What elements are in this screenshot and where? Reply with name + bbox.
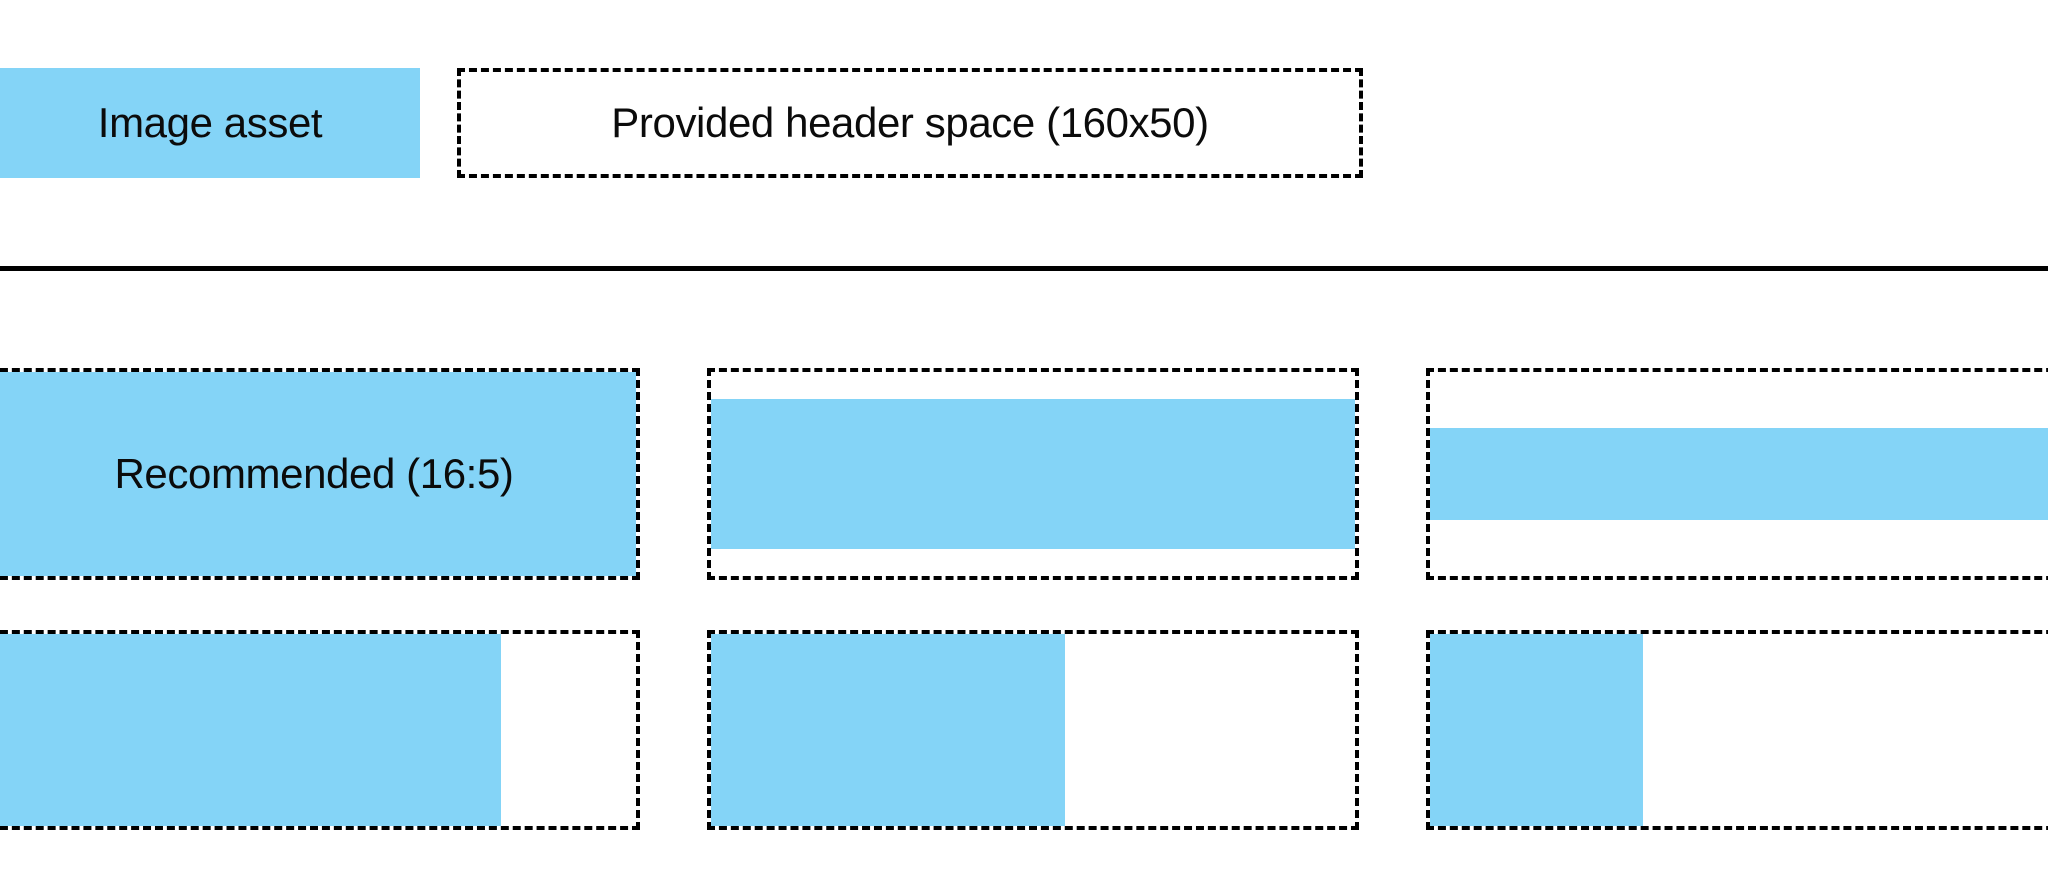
ratio-caption-row2-col3 — [1430, 634, 2048, 826]
ratio-cell-row1-col3 — [1426, 368, 2048, 580]
ratio-fill-row2-col1 — [0, 634, 501, 826]
image-asset-label: Image asset — [97, 99, 323, 146]
ratio-fill-row1-col2 — [711, 398, 1355, 550]
ratio-cell-row2-col3 — [1426, 630, 2048, 830]
ratio-fill-row1-col3 — [1430, 428, 2048, 520]
header-band: Image asset Provided header space (160x5… — [0, 68, 2048, 178]
ratio-fill-row2-col3 — [1430, 634, 1643, 826]
provided-header-space-label: Provided header space (160x50) — [611, 99, 1209, 146]
ratio-fill-row1-col1 — [0, 372, 636, 576]
ratio-cell-row2-col1 — [0, 630, 640, 830]
ratio-caption-row1-col2 — [711, 372, 1355, 576]
ratio-cell-row1-col2 — [707, 368, 1359, 580]
ratio-fill-row2-col2 — [711, 634, 1066, 826]
ratio-caption-row2-col2 — [711, 634, 1355, 826]
ratio-caption-row1-col3 — [1430, 372, 2048, 576]
ratio-cell-row2-col2 — [707, 630, 1359, 830]
ratio-cell-row1-col1: Recommended (16:5) — [0, 368, 640, 580]
section-divider — [0, 266, 2048, 271]
provided-header-space-box: Provided header space (160x50) — [457, 68, 1363, 178]
ratio-caption-row2-col1 — [0, 634, 636, 826]
image-asset-swatch: Image asset — [0, 68, 420, 178]
ratio-caption-row1-col1: Recommended (16:5) — [114, 450, 514, 497]
